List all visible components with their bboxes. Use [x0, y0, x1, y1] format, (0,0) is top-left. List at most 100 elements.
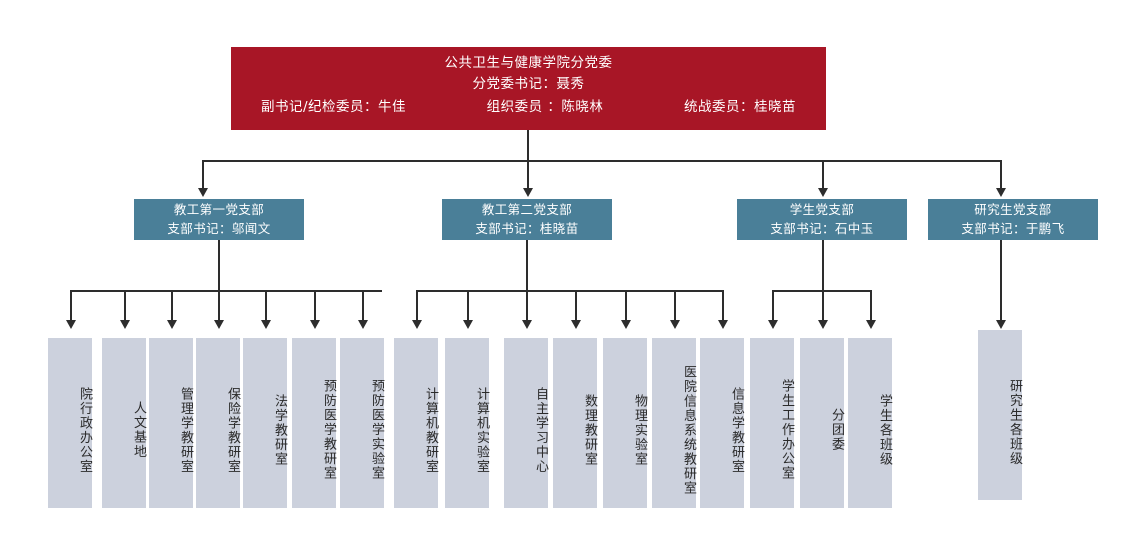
leaf-node-physics-lab[interactable]: 物理实验室 — [603, 338, 647, 508]
arrow-branch-4-child-1 — [995, 320, 1006, 329]
connector-branch-2-child-1 — [416, 290, 418, 322]
arrow-to-branch-3 — [817, 188, 828, 197]
arrow-branch-1-child-6 — [309, 320, 320, 329]
branch-node-teaching-staff-2[interactable]: 教工第二党支部 支部书记：桂晓苗 — [442, 199, 612, 240]
leaf-node-graduate-classes[interactable]: 研究生各班级 — [978, 330, 1022, 500]
leaf-node-preventive-medicine-dept[interactable]: 预防医学教研室 — [292, 338, 336, 508]
connector-branch-1-child-1 — [70, 290, 72, 322]
arrow-branch-2-child-3 — [521, 320, 532, 329]
leaf-label: 研究生各班级 — [1007, 378, 1022, 466]
arrow-branch-2-child-4 — [570, 320, 581, 329]
branch-node-teaching-staff-1[interactable]: 教工第一党支部 支部书记：邬闻文 — [134, 199, 304, 240]
leaf-node-self-study-center[interactable]: 自主学习中心 — [504, 338, 548, 508]
leaf-label: 计算机实验室 — [474, 386, 489, 474]
connector-branch-2-child-6 — [674, 290, 676, 322]
root-node-party-committee[interactable]: 公共卫生与健康学院分党委 分党委书记：聂秀 副书记/纪检委员：牛佳 组织委员 ：… — [231, 47, 826, 130]
connector-root-stem — [527, 130, 529, 162]
leaf-node-computer-lab[interactable]: 计算机实验室 — [445, 338, 489, 508]
leaf-label: 院行政办公室 — [77, 386, 92, 474]
connector-branch-3-child-3 — [870, 290, 872, 322]
branch-4-title: 研究生党支部 — [974, 201, 1052, 217]
connector-branch-2-bus — [416, 290, 722, 292]
leaf-node-information-science-dept[interactable]: 信息学教研室 — [700, 338, 744, 508]
leaf-label: 法学教研室 — [272, 393, 287, 467]
connector-branch-1-child-2 — [124, 290, 126, 322]
leaf-node-admin-office[interactable]: 院行政办公室 — [48, 338, 92, 508]
connector-branch-2-child-2 — [467, 290, 469, 322]
leaf-node-youth-league-committee[interactable]: 分团委 — [800, 338, 844, 508]
connector-branch-1-child-3 — [171, 290, 173, 322]
root-secretary: 分党委书记：聂秀 — [472, 75, 585, 92]
leaf-node-insurance-dept[interactable]: 保险学教研室 — [196, 338, 240, 508]
arrow-branch-3-child-2 — [817, 320, 828, 329]
connector-to-branch-2 — [527, 160, 529, 190]
leaf-label: 预防医学实验室 — [369, 379, 384, 481]
branch-3-secretary: 支部书记：石中玉 — [770, 220, 874, 236]
arrow-branch-1-child-2 — [119, 320, 130, 329]
leaf-label: 管理学教研室 — [178, 386, 193, 474]
branch-1-title: 教工第一党支部 — [173, 201, 265, 217]
connector-branch-2-child-7 — [722, 290, 724, 322]
leaf-node-math-dept[interactable]: 数理教研室 — [553, 338, 597, 508]
leaf-node-his-dept[interactable]: 医院信息系统教研室 — [652, 338, 696, 508]
root-deputy-secretary: 副书记/纪检委员：牛佳 — [261, 98, 407, 115]
connector-branch-2-child-5 — [625, 290, 627, 322]
leaf-label: 数理教研室 — [582, 393, 597, 467]
connector-branch-1-child-4 — [218, 290, 220, 322]
connector-branch-1-child-7 — [362, 290, 364, 322]
arrow-branch-2-child-7 — [717, 320, 728, 329]
leaf-label: 计算机教研室 — [423, 386, 438, 474]
connector-to-branch-3 — [822, 160, 824, 190]
leaf-label: 信息学教研室 — [729, 386, 744, 474]
leaf-label: 学生各班级 — [877, 393, 892, 467]
leaf-label: 物理实验室 — [632, 393, 647, 467]
leaf-label: 自主学习中心 — [533, 386, 548, 474]
leaf-node-computer-dept[interactable]: 计算机教研室 — [394, 338, 438, 508]
arrow-branch-1-child-5 — [260, 320, 271, 329]
leaf-label: 人文基地 — [131, 401, 146, 459]
leaf-node-student-affairs-office[interactable]: 学生工作办公室 — [750, 338, 794, 508]
leaf-node-student-classes[interactable]: 学生各班级 — [848, 338, 892, 508]
connector-branch-4-stem — [1000, 240, 1002, 322]
leaf-label: 预防医学教研室 — [321, 379, 336, 481]
leaf-node-preventive-medicine-lab[interactable]: 预防医学实验室 — [340, 338, 384, 508]
branch-2-secretary: 支部书记：桂晓苗 — [475, 220, 579, 236]
branch-2-title: 教工第二党支部 — [481, 201, 573, 217]
arrow-to-branch-4 — [995, 188, 1006, 197]
connector-branch-1-child-6 — [314, 290, 316, 322]
leaf-label: 保险学教研室 — [225, 386, 240, 474]
branch-3-title: 学生党支部 — [789, 201, 855, 217]
branch-node-students[interactable]: 学生党支部 支部书记：石中玉 — [737, 199, 907, 240]
root-organization-member: 组织委员 ：陈晓林 — [486, 98, 604, 115]
arrow-branch-1-child-4 — [213, 320, 224, 329]
connector-branch-1-bus — [70, 290, 382, 292]
leaf-node-management-dept[interactable]: 管理学教研室 — [149, 338, 193, 508]
branch-4-secretary: 支部书记：于鹏飞 — [961, 220, 1065, 236]
connector-level2-bus — [202, 160, 1001, 162]
arrow-to-branch-2 — [522, 188, 533, 197]
connector-branch-2-stem — [526, 240, 528, 292]
arrow-branch-2-child-5 — [620, 320, 631, 329]
arrow-branch-2-child-6 — [669, 320, 680, 329]
arrow-branch-1-child-7 — [357, 320, 368, 329]
branch-node-graduate-students[interactable]: 研究生党支部 支部书记：于鹏飞 — [928, 199, 1098, 240]
connector-to-branch-1 — [202, 160, 204, 190]
branch-1-secretary: 支部书记：邬闻文 — [167, 220, 271, 236]
arrow-branch-3-child-3 — [865, 320, 876, 329]
connector-branch-2-child-3 — [526, 290, 528, 322]
connector-branch-3-child-1 — [772, 290, 774, 322]
leaf-node-humanities-base[interactable]: 人文基地 — [102, 338, 146, 508]
root-org-name: 公共卫生与健康学院分党委 — [444, 55, 613, 71]
connector-branch-3-child-2 — [822, 290, 824, 322]
arrow-branch-1-child-3 — [166, 320, 177, 329]
arrow-branch-3-child-1 — [767, 320, 778, 329]
leaf-label: 医院信息系统教研室 — [681, 364, 696, 496]
connector-branch-3-stem — [822, 240, 824, 292]
connector-branch-1-stem — [218, 240, 220, 292]
arrow-branch-1-child-1 — [65, 320, 76, 329]
connector-branch-1-child-5 — [265, 290, 267, 322]
leaf-node-law-dept[interactable]: 法学教研室 — [243, 338, 287, 508]
arrow-branch-2-child-2 — [462, 320, 473, 329]
arrow-branch-2-child-1 — [411, 320, 422, 329]
